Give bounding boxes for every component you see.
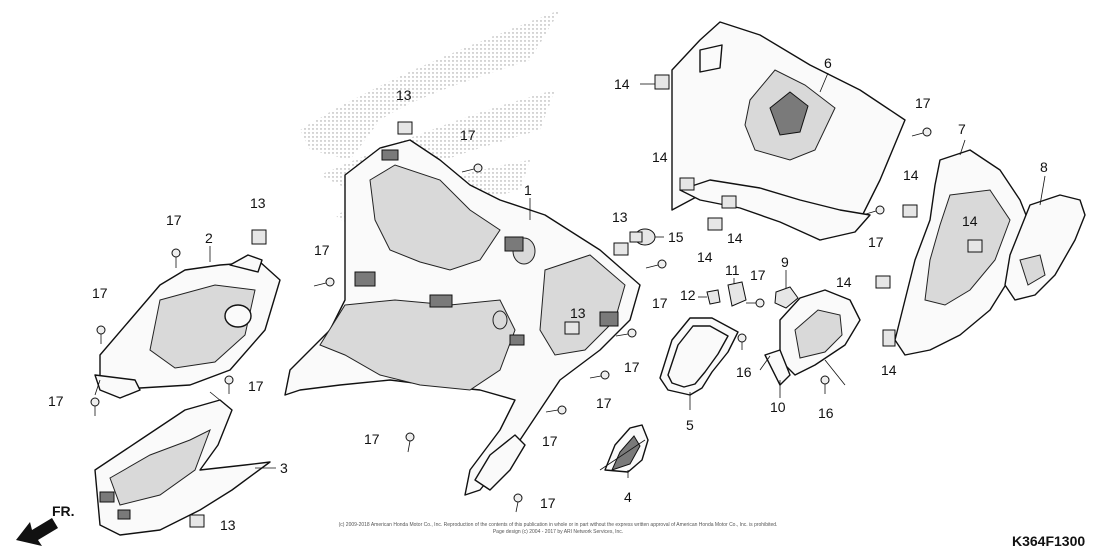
copyright-line-2: Page design (c) 2004 - 2017 by ARI Netwo…: [493, 529, 623, 535]
screws: [90, 127, 932, 513]
front-direction-arrow: FR.: [16, 503, 75, 546]
copyright-line-1: (c) 2009-2018 American Honda Motor Co., …: [339, 522, 778, 528]
part-1-inner-cover: [284, 139, 641, 496]
part-8-side-panel: [1004, 194, 1086, 301]
callout-17-l: 17: [540, 495, 556, 511]
part-4-grommet: [604, 424, 649, 473]
callout-17-j: 17: [624, 359, 640, 375]
callout-13-bottom: 13: [220, 517, 236, 533]
callout-2: 2: [205, 230, 213, 246]
callout-labels: 1 2 3 4 5 6 7 8 9 10 11 12 13 13 13 13 1…: [48, 55, 1048, 533]
clips: [189, 74, 983, 528]
callout-14-g: 14: [836, 274, 852, 290]
callout-5: 5: [686, 417, 694, 433]
callout-14-d: 14: [697, 249, 713, 265]
callout-17-h: 17: [542, 433, 558, 449]
leader-lines: [94, 72, 1046, 478]
part-3-under-cover: [94, 399, 271, 536]
callout-1: 1: [524, 182, 532, 198]
callout-6: 6: [824, 55, 832, 71]
callout-10: 10: [770, 399, 786, 415]
callout-7: 7: [958, 121, 966, 137]
callout-17-a: 17: [166, 212, 182, 228]
callout-8: 8: [1040, 159, 1048, 175]
part-15-grommet: [629, 228, 656, 246]
callout-17-e: 17: [314, 242, 330, 258]
callout-11: 11: [725, 262, 740, 278]
figure-code: K364F1300: [1012, 533, 1085, 549]
callout-17-m: 17: [750, 267, 766, 283]
callout-17-n: 17: [915, 95, 931, 111]
callout-4: 4: [624, 489, 632, 505]
callout-3: 3: [280, 460, 288, 476]
callout-15: 15: [668, 229, 684, 245]
callout-14-a: 14: [614, 76, 630, 92]
callout-13-left: 13: [250, 195, 266, 211]
callout-13-box: 13: [570, 305, 586, 321]
part-11-bracket: [727, 281, 747, 307]
callout-16-b: 16: [818, 405, 834, 421]
callout-16-a: 16: [736, 364, 752, 380]
callout-17-d: 17: [248, 378, 264, 394]
callout-14-h: 14: [881, 362, 897, 378]
callout-17-c: 17: [48, 393, 64, 409]
callout-17-g: 17: [364, 431, 380, 447]
callout-17-f: 17: [460, 127, 476, 143]
callout-17-k: 17: [652, 295, 668, 311]
callout-14-b: 14: [652, 149, 668, 165]
callout-17-o: 17: [868, 234, 884, 250]
callout-12: 12: [680, 287, 696, 303]
callout-14-f: 14: [962, 213, 978, 229]
callout-13-mid: 13: [612, 209, 628, 225]
part-10-lid: [764, 289, 861, 386]
callout-14-e: 14: [903, 167, 919, 183]
part-9-clip: [774, 286, 799, 309]
fr-label: FR.: [52, 503, 75, 519]
part-12-clip: [706, 289, 721, 305]
callout-9: 9: [781, 254, 789, 270]
callout-17-i: 17: [596, 395, 612, 411]
part-2-box-cover: [94, 254, 281, 399]
part-6-top-cover: [671, 21, 906, 241]
callout-13-top: 13: [396, 87, 412, 103]
callout-14-c: 14: [727, 230, 743, 246]
callout-17-b: 17: [92, 285, 108, 301]
part-5-seal: [659, 317, 739, 396]
